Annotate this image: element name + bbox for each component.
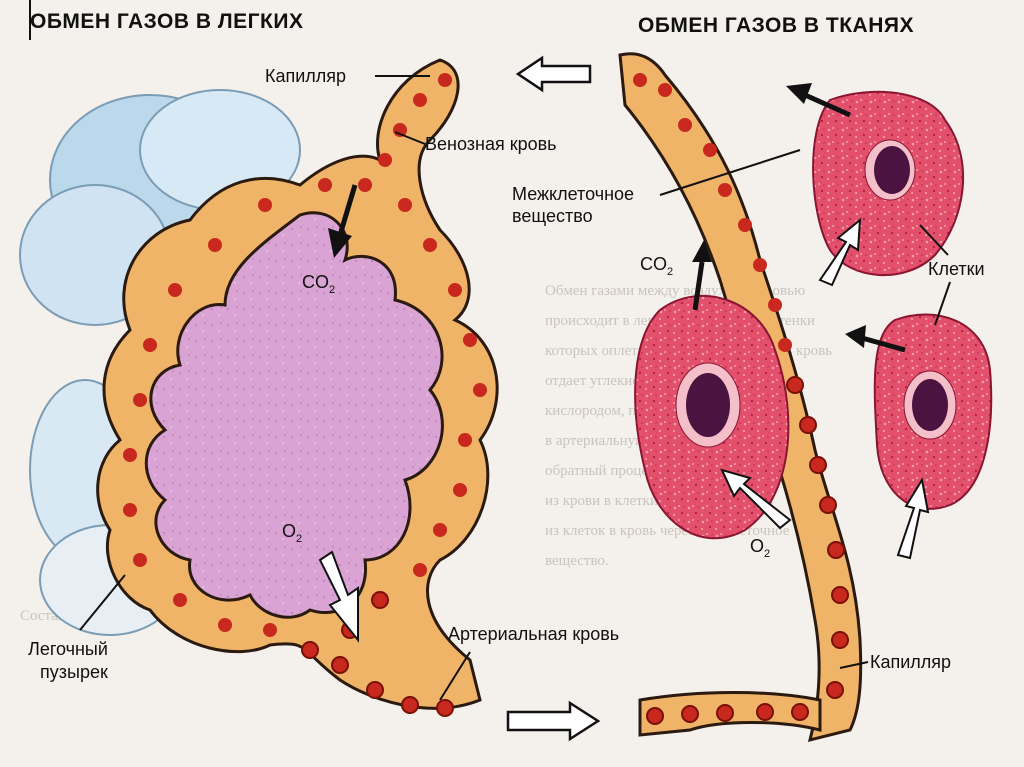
blood-cell	[738, 218, 752, 232]
blood-cell	[133, 393, 147, 407]
blood-cell	[453, 483, 467, 497]
leader-line	[839, 661, 869, 669]
interstitial-label-line1: Межклеточное	[512, 184, 634, 204]
blood-cell	[413, 93, 427, 107]
co2-arrow-tissue-top	[786, 83, 852, 118]
blood-cell	[301, 641, 319, 659]
blood-cell	[433, 523, 447, 537]
blood-cell	[756, 703, 774, 721]
blood-cell	[458, 433, 472, 447]
leader-line	[394, 131, 426, 145]
blood-cell	[143, 338, 157, 352]
blood-cell	[703, 143, 717, 157]
blood-cell	[168, 283, 182, 297]
o2-arrow-tissue-top	[818, 217, 862, 287]
nucleus	[874, 146, 910, 194]
blood-cell	[678, 118, 692, 132]
blood-cell	[716, 704, 734, 722]
o2-arrow-tissue-left	[720, 468, 792, 530]
blood-cell	[123, 503, 137, 517]
blood-cell	[658, 83, 672, 97]
blood-cell	[218, 618, 232, 632]
leader-line	[919, 224, 949, 256]
lungs-title: ОБМЕН ГАЗОВ В ЛЕГКИХ	[30, 10, 303, 33]
lungs-capillary-label: Капилляр	[265, 66, 346, 86]
co2-arrow-tissue-right	[845, 325, 906, 353]
tissues-title: ОБМЕН ГАЗОВ В ТКАНЯХ	[638, 14, 914, 37]
blood-cell	[827, 541, 845, 559]
leader-line	[439, 651, 471, 701]
blood-cell	[831, 586, 849, 604]
blood-cell	[768, 298, 782, 312]
alveolus	[144, 211, 444, 619]
blood-cell	[646, 707, 664, 725]
blood-cell	[826, 681, 844, 699]
blood-cell	[831, 631, 849, 649]
blood-cell	[133, 553, 147, 567]
interstitial-label-line2: вещество	[512, 206, 593, 226]
blood-cell	[331, 656, 349, 674]
blood-cell	[718, 183, 732, 197]
blood-cell	[819, 496, 837, 514]
blood-cell	[263, 623, 277, 637]
arterial-blood-label: Артериальная кровь	[448, 624, 619, 644]
blood-cell	[318, 178, 332, 192]
blood-cell	[786, 376, 804, 394]
blood-cell	[791, 703, 809, 721]
co2-arrow-tissue-left	[692, 240, 712, 311]
leader-line	[934, 281, 951, 326]
o2-arrow-tissue-right	[896, 477, 930, 560]
blood-cell	[398, 198, 412, 212]
blood-cell	[208, 238, 222, 252]
blood-cell	[401, 696, 419, 714]
flow-arrow-bottom	[506, 700, 601, 742]
blood-cell	[809, 456, 827, 474]
blood-cell	[438, 73, 452, 87]
blood-cell	[378, 153, 392, 167]
blood-cell	[423, 238, 437, 252]
blood-cell	[753, 258, 767, 272]
blood-cell	[633, 73, 647, 87]
co2-label-tissue: CO2	[640, 254, 673, 278]
blood-cell	[371, 591, 389, 609]
blood-cell	[778, 338, 792, 352]
nucleus	[912, 379, 948, 431]
blood-cell	[173, 593, 187, 607]
alveolus-label-line1: Легочный	[28, 639, 108, 659]
venous-blood-label: Венозная кровь	[425, 134, 557, 154]
blood-cell	[436, 699, 454, 717]
o2-arrow-lungs	[318, 550, 359, 643]
o2-label-lungs: O2	[282, 521, 302, 545]
flow-arrow-top	[515, 55, 592, 93]
tissue-cell-right	[873, 313, 993, 510]
blood-cell	[448, 283, 462, 297]
blood-cell	[799, 416, 817, 434]
leader-line	[79, 574, 126, 631]
co2-label-lungs: CO2	[302, 272, 335, 296]
blood-cell	[366, 681, 384, 699]
blood-cell	[258, 198, 272, 212]
blood-cell	[413, 563, 427, 577]
blood-cell	[473, 383, 487, 397]
blood-cell	[358, 178, 372, 192]
o2-label-tissue: O2	[750, 536, 770, 560]
cells-label: Клетки	[928, 259, 985, 279]
tissues-capillary-label: Капилляр	[870, 652, 951, 672]
co2-arrow-lungs	[328, 184, 358, 258]
tissue-blood-cells	[633, 73, 849, 725]
blood-cell	[123, 448, 137, 462]
blood-cell	[681, 705, 699, 723]
nucleus	[686, 373, 730, 437]
blood-cell	[463, 333, 477, 347]
svg-text:вещество.: вещество.	[545, 553, 609, 569]
alveolus-label-line2: пузырек	[40, 662, 108, 682]
leader-line	[659, 149, 801, 196]
